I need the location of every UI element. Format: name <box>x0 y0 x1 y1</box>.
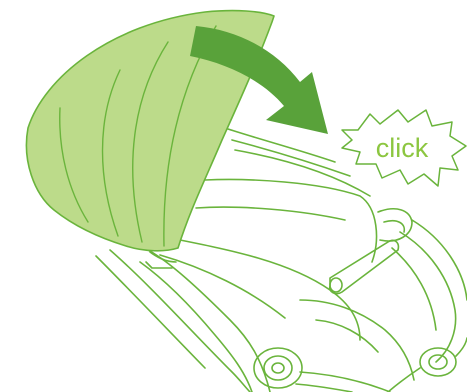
click-label: click <box>376 133 429 163</box>
click-callout: click <box>342 110 466 186</box>
